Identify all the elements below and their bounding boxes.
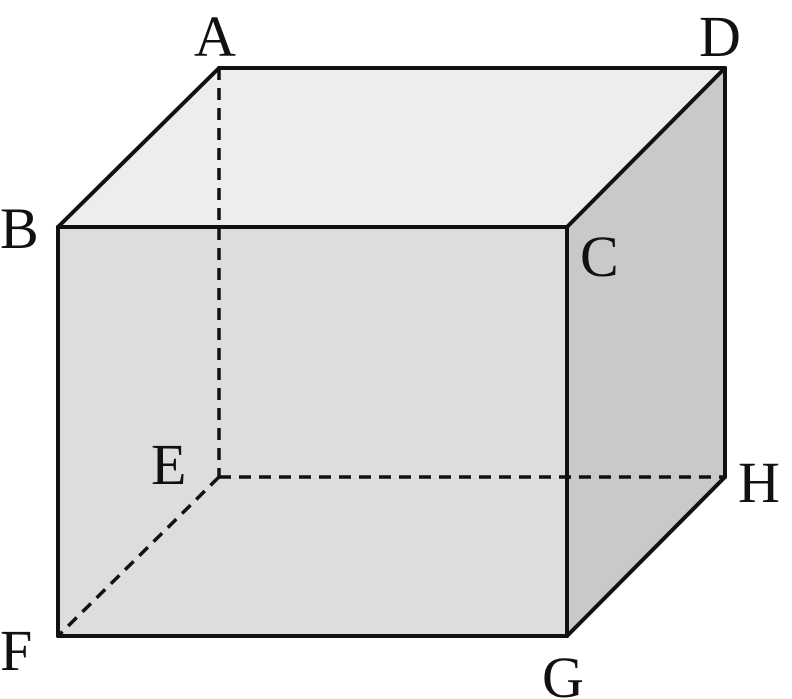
vertex-label-f: F xyxy=(0,618,32,683)
hidden-edge-ef xyxy=(56,475,221,638)
edge-gh xyxy=(565,475,727,638)
top-face xyxy=(58,68,725,227)
vertex-label-b: B xyxy=(0,196,39,261)
vertex-label-g: G xyxy=(542,645,584,699)
vertex-label-c: C xyxy=(580,224,619,289)
vertex-label-a: A xyxy=(194,4,236,69)
front-face xyxy=(58,227,567,636)
edge-ab xyxy=(56,66,221,229)
vertex-label-h: H xyxy=(738,450,780,515)
right-face xyxy=(567,68,725,636)
vertex-label-d: D xyxy=(699,4,741,69)
edge-dc xyxy=(565,66,727,229)
vertex-label-e: E xyxy=(151,432,186,497)
